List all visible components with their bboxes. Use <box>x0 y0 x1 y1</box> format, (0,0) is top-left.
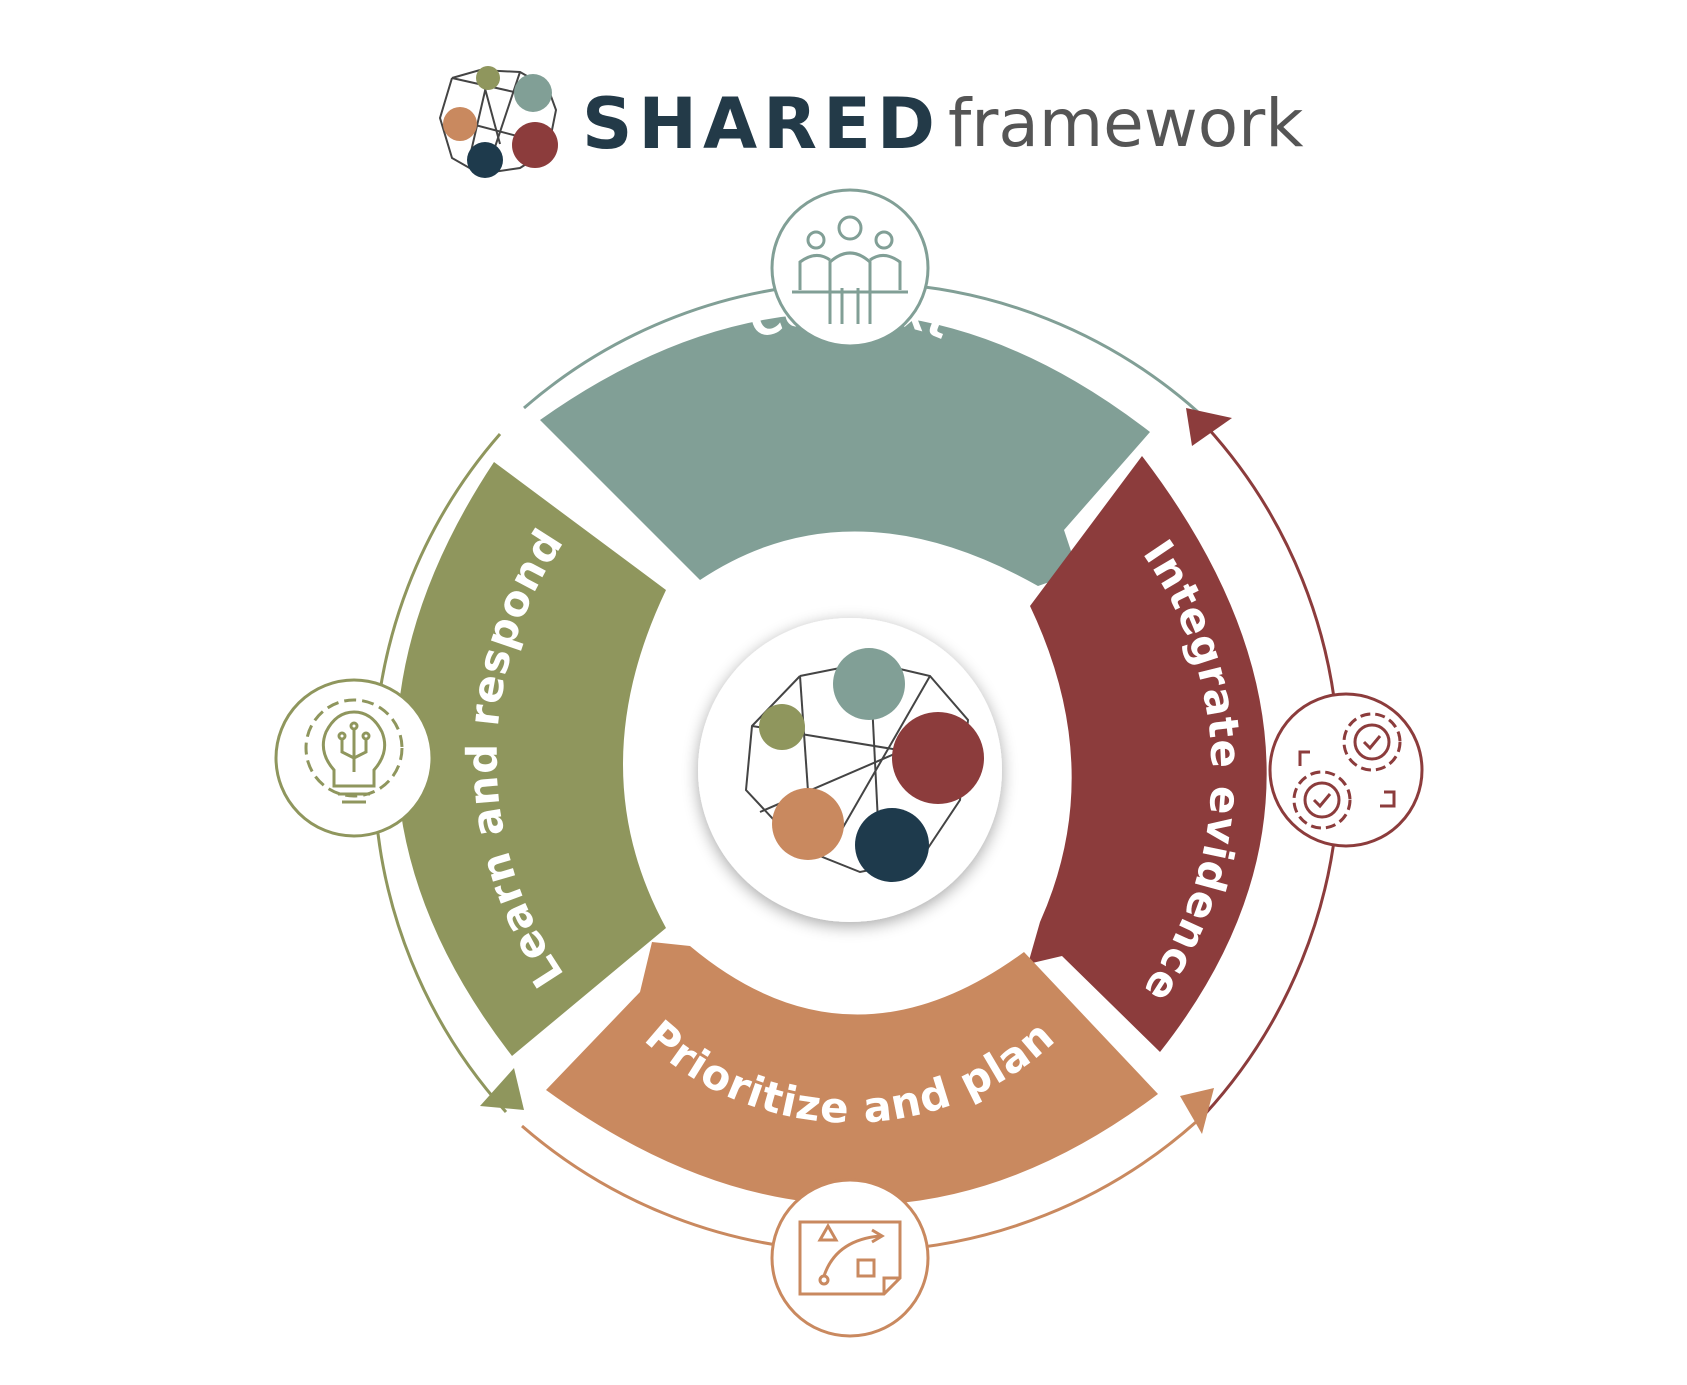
brand-title: SHARED <box>582 83 941 165</box>
logo-dot-olive <box>476 66 500 90</box>
logo-dot-orange <box>443 107 477 141</box>
center-dot-red <box>892 712 984 804</box>
segment-learn-and-respond <box>396 462 666 1056</box>
logo-dot-navy <box>467 142 503 178</box>
arrowhead-olive <box>480 1068 524 1110</box>
center-dot-navy <box>855 808 929 882</box>
gears-icon <box>1292 712 1402 830</box>
logo-dot-teal <box>514 74 552 112</box>
center-network-icon <box>744 648 984 882</box>
lightbulb-icon <box>304 698 404 804</box>
brand-subtitle: framework <box>948 85 1304 162</box>
center-hub <box>698 618 1002 922</box>
arrowhead-orange <box>1180 1088 1214 1134</box>
logo-icon <box>438 66 558 178</box>
badge-prioritize-and-plan <box>770 1178 930 1338</box>
header-logo: SHARED framework <box>438 66 1304 178</box>
center-dot-orange <box>772 788 844 860</box>
logo-dot-red <box>512 122 558 168</box>
segment-context <box>540 312 1150 586</box>
people-icon <box>792 215 908 324</box>
segment-integrate-evidence <box>1028 456 1267 1052</box>
center-dot-olive <box>759 704 805 750</box>
cycle-arrowheads <box>480 408 1232 1134</box>
arrowhead-red <box>1186 408 1232 446</box>
badge-integrate-evidence <box>1268 692 1424 848</box>
segment-prioritize-and-plan <box>546 942 1158 1206</box>
plan-icon <box>798 1220 902 1296</box>
center-dot-teal <box>833 648 905 720</box>
badge-learn-and-respond <box>274 678 434 838</box>
badge-context <box>770 188 930 348</box>
